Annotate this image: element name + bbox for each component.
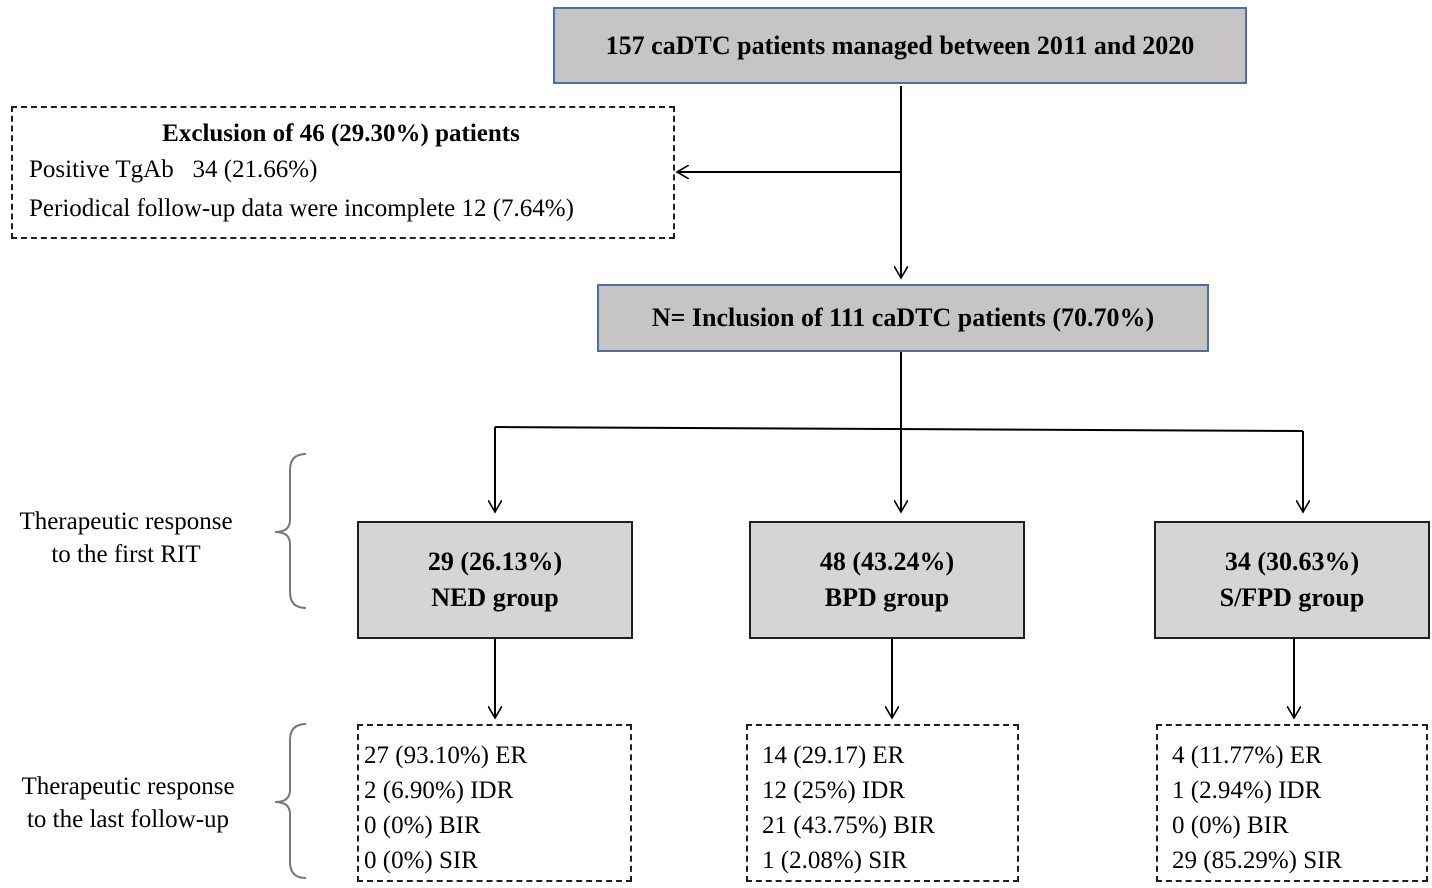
outcome-sfpd-er: 4 (11.77%) ER [1172, 742, 1322, 769]
group-ned-count: 29 (26.13%) [427, 547, 563, 576]
label-first-rit: Therapeutic response to the first RIT [0, 505, 252, 571]
outcomes-box-ned: 27 (93.10%) ER 2 (6.90%) IDR 0 (0%) BIR … [357, 724, 632, 882]
group-sfpd-count: 34 (30.63%) [1224, 547, 1360, 576]
label-last-followup: Therapeutic response to the last follow-… [0, 770, 256, 836]
label-last-followup-line1: Therapeutic response [21, 773, 235, 800]
group-box-sfpd: 34 (30.63%) S/FPD group [1154, 521, 1430, 639]
group-sfpd-name: S/FPD group [1219, 583, 1365, 612]
group-box-ned: 29 (26.13%) NED group [357, 521, 633, 639]
label-first-rit-line1: Therapeutic response [19, 508, 233, 535]
top-box: 157 caDTC patients managed between 2011 … [553, 7, 1247, 84]
outcome-bpd-sir: 1 (2.08%) SIR [762, 847, 908, 874]
outcome-ned-er: 27 (93.10%) ER [364, 742, 528, 769]
brace-first-rit [274, 453, 307, 609]
outcome-bpd-er: 14 (29.17) ER [762, 742, 905, 769]
outcome-ned-sir: 0 (0%) SIR [364, 847, 478, 874]
inclusion-box-text: N= Inclusion of 111 caDTC patients (70.7… [651, 303, 1155, 332]
outcome-ned-bir: 0 (0%) BIR [364, 812, 481, 839]
outcomes-box-sfpd: 4 (11.77%) ER 1 (2.94%) IDR 0 (0%) BIR 2… [1156, 724, 1428, 882]
inclusion-box: N= Inclusion of 111 caDTC patients (70.7… [597, 284, 1209, 352]
group-bpd-count: 48 (43.24%) [819, 547, 955, 576]
exclusion-line-tgab: Positive TgAb 34 (21.66%) [29, 156, 318, 183]
outcome-bpd-idr: 12 (25%) IDR [762, 777, 906, 804]
group-box-bpd: 48 (43.24%) BPD group [749, 521, 1025, 639]
brace-last-followup [274, 723, 307, 879]
exclusion-line-incomplete: Periodical follow-up data were incomplet… [29, 195, 574, 222]
outcomes-box-bpd: 14 (29.17) ER 12 (25%) IDR 21 (43.75%) B… [746, 724, 1019, 882]
group-bpd-name: BPD group [824, 583, 950, 612]
top-box-text: 157 caDTC patients managed between 2011 … [605, 30, 1195, 60]
group-ned-name: NED group [431, 583, 559, 612]
line-split-horizontal [494, 426, 1304, 432]
outcome-sfpd-bir: 0 (0%) BIR [1172, 812, 1289, 839]
exclusion-title: Exclusion of 46 (29.30%) patients [162, 120, 520, 147]
outcome-bpd-bir: 21 (43.75%) BIR [762, 812, 935, 839]
outcome-sfpd-sir: 29 (85.29%) SIR [1172, 847, 1343, 874]
outcome-sfpd-idr: 1 (2.94%) IDR [1172, 777, 1322, 804]
label-last-followup-line2: to the last follow-up [26, 806, 230, 833]
exclusion-box: Exclusion of 46 (29.30%) patients Positi… [11, 106, 675, 239]
outcome-ned-idr: 2 (6.90%) IDR [364, 777, 514, 804]
label-first-rit-line2: to the first RIT [51, 541, 201, 568]
